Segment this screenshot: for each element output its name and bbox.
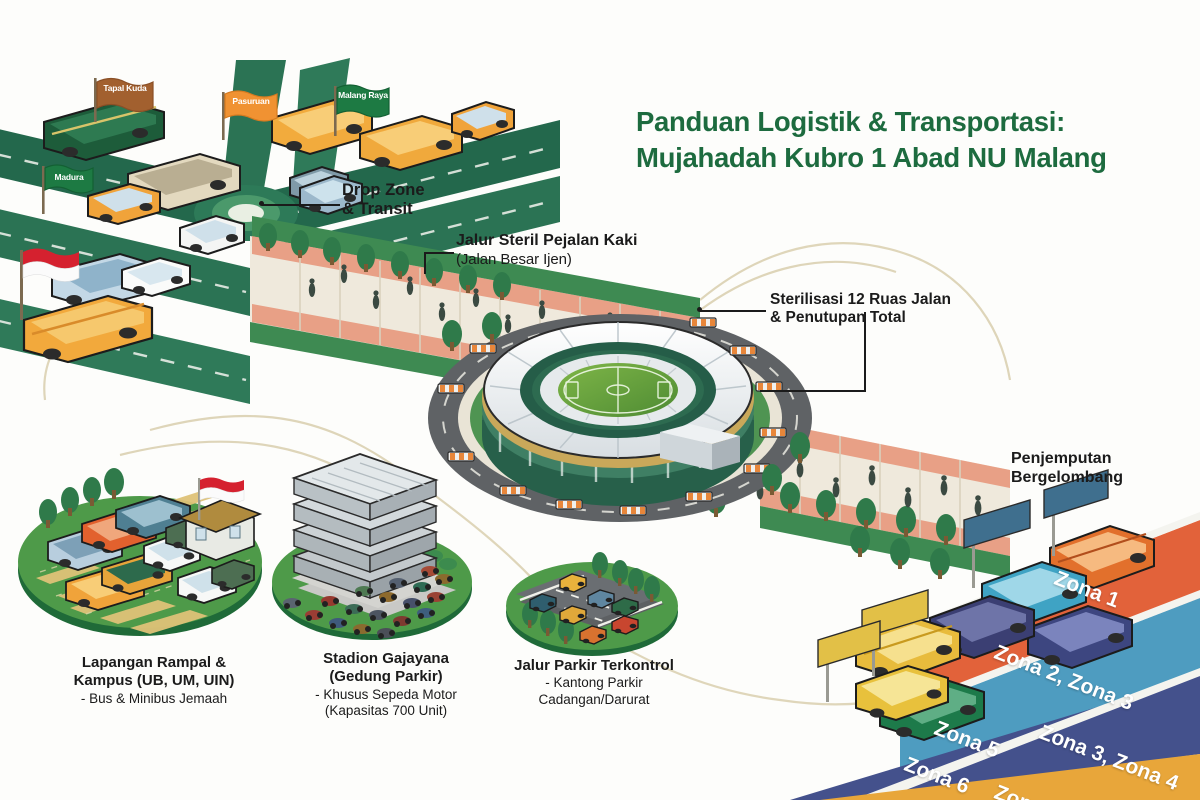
indonesia-flag-left [20, 248, 80, 320]
title-line-2: Mujahadah Kubro 1 Abad NU Malang [636, 141, 1107, 173]
stadium-annex [660, 424, 740, 470]
flag-tapal-kuda [94, 77, 154, 122]
zone-lane-3 [790, 668, 1200, 800]
leader-line-pedestrian-vert [424, 252, 426, 274]
bus-yellow-zone4 [855, 616, 961, 682]
island-lapangan-rampal [18, 468, 263, 636]
leader-line-drop-zone [262, 204, 340, 206]
flag-madura [42, 164, 94, 214]
callout-sterilisasi: Sterilisasi 12 Ruas Jalan & Penutupan To… [770, 291, 951, 328]
callout-drop-zone-line1: Drop Zone [342, 181, 425, 199]
caption-gajayana-title-1: Stadion Gajayana [323, 650, 449, 667]
callout-pedestrian-line2: (Jalan Besar Ijen) [456, 250, 572, 268]
tree-cluster-stadium [442, 312, 950, 579]
rampal-guard-post [177, 499, 263, 561]
callout-sterilisasi-line1: Sterilisasi 12 Ruas Jalan [770, 291, 951, 308]
caption-parkir-title-1: Jalur Parkir Terkontrol [514, 657, 674, 674]
van-white-1 [179, 214, 245, 256]
caption-parkir-terkontrol: Jalur Parkir Terkontrol - Kantong Parkir… [484, 657, 704, 708]
bus-yellow-3 [359, 114, 463, 172]
leader-line-sterilisasi-mid [760, 390, 866, 392]
rampal-van-right [211, 559, 255, 590]
page-title: Panduan Logistik & Transportasi: Mujahad… [636, 104, 1176, 176]
caption-gajayana-sub-2: (Kapasitas 700 Unit) [324, 703, 448, 719]
flag-label-tapal-kuda: Tapal Kuda [103, 83, 147, 93]
callout-pedestrian: Jalur Steril Pejalan Kaki (Jalan Besar I… [456, 232, 637, 269]
flag-label-pasuruan: Pasuruan [232, 96, 270, 106]
callout-sterilisasi-line2: & Penutupan Total [770, 309, 906, 327]
caption-rampal-title-1: Lapangan Rampal & [81, 654, 227, 671]
sign-gantry-1 [963, 499, 1031, 588]
caption-gajayana-title-2: (Gedung Parkir) [329, 668, 443, 686]
callout-drop-zone: Drop Zone & Transit [342, 181, 425, 220]
caption-gajayana: Stadion Gajayana (Gedung Parkir) - Khusu… [286, 650, 486, 720]
parked-cars [529, 573, 639, 645]
van-white-2 [121, 256, 191, 298]
leader-line-sterilisasi-top [700, 310, 766, 312]
sign-gantry-2 [1043, 469, 1109, 556]
motorcycle-rows [283, 566, 453, 639]
bus-green-1 [43, 98, 165, 162]
bus-yellow-zone6 [855, 664, 949, 722]
callout-drop-zone-line2: & Transit [342, 200, 413, 219]
bus-yellow-2 [271, 98, 373, 156]
caption-parkir-sub-1: - Kantong Parkir [545, 675, 643, 691]
pickup-buses [855, 524, 1155, 742]
caption-rampal-sub-1: - Bus & Minibus Jemaah [80, 690, 228, 706]
island-parkir-terkontrol [506, 552, 678, 656]
caption-gajayana-sub-1: - Khusus Sepeda Motor [315, 686, 457, 702]
zone-signage [817, 469, 1109, 702]
rampal-flagpole [198, 477, 245, 520]
flag-label-madura: Madura [54, 172, 84, 182]
sign-gantry-4 [817, 620, 881, 702]
flag-malang-raya [334, 84, 390, 136]
van-lightblue-right [299, 174, 363, 216]
callout-penjemputan-line1: Penjemputan [1011, 450, 1112, 467]
title-line-1: Panduan Logistik & Transportasi: [636, 106, 1065, 137]
leader-dot-sterilisasi [697, 307, 702, 312]
callout-pedestrian-line1: Jalur Steril Pejalan Kaki [456, 232, 638, 249]
island-gedung-parkir [272, 453, 472, 640]
bus-navy-zone3 [1027, 604, 1133, 670]
caption-rampal-title-2: Kampus (UB, UM, UIN) [73, 672, 235, 690]
leader-dot-drop-zone [259, 201, 264, 206]
minibus-orange-1 [87, 182, 161, 226]
tree-row-top [259, 223, 956, 545]
callout-penjemputan-line2: Bergelombang [1011, 468, 1124, 486]
gajayana-stadium [482, 321, 754, 506]
caption-parkir-sub-2: Cadangan/Darurat [538, 691, 650, 707]
bus-yellow-lower-left [22, 294, 154, 364]
caption-lapangan-rampal: Lapangan Rampal & Kampus (UB, UM, UIN) -… [28, 654, 280, 707]
minibus-orange-2 [451, 100, 515, 142]
flag-label-malang-raya: Malang Raya [338, 90, 388, 100]
leader-line-sterilisasi-join [864, 312, 866, 392]
flag-pasuruan [222, 90, 278, 140]
callout-penjemputan: Penjemputan Bergelombang [1011, 450, 1123, 488]
parking-garage-building [291, 453, 439, 599]
zone-lane-4 [820, 754, 1200, 800]
leader-line-pedestrian [424, 252, 454, 254]
